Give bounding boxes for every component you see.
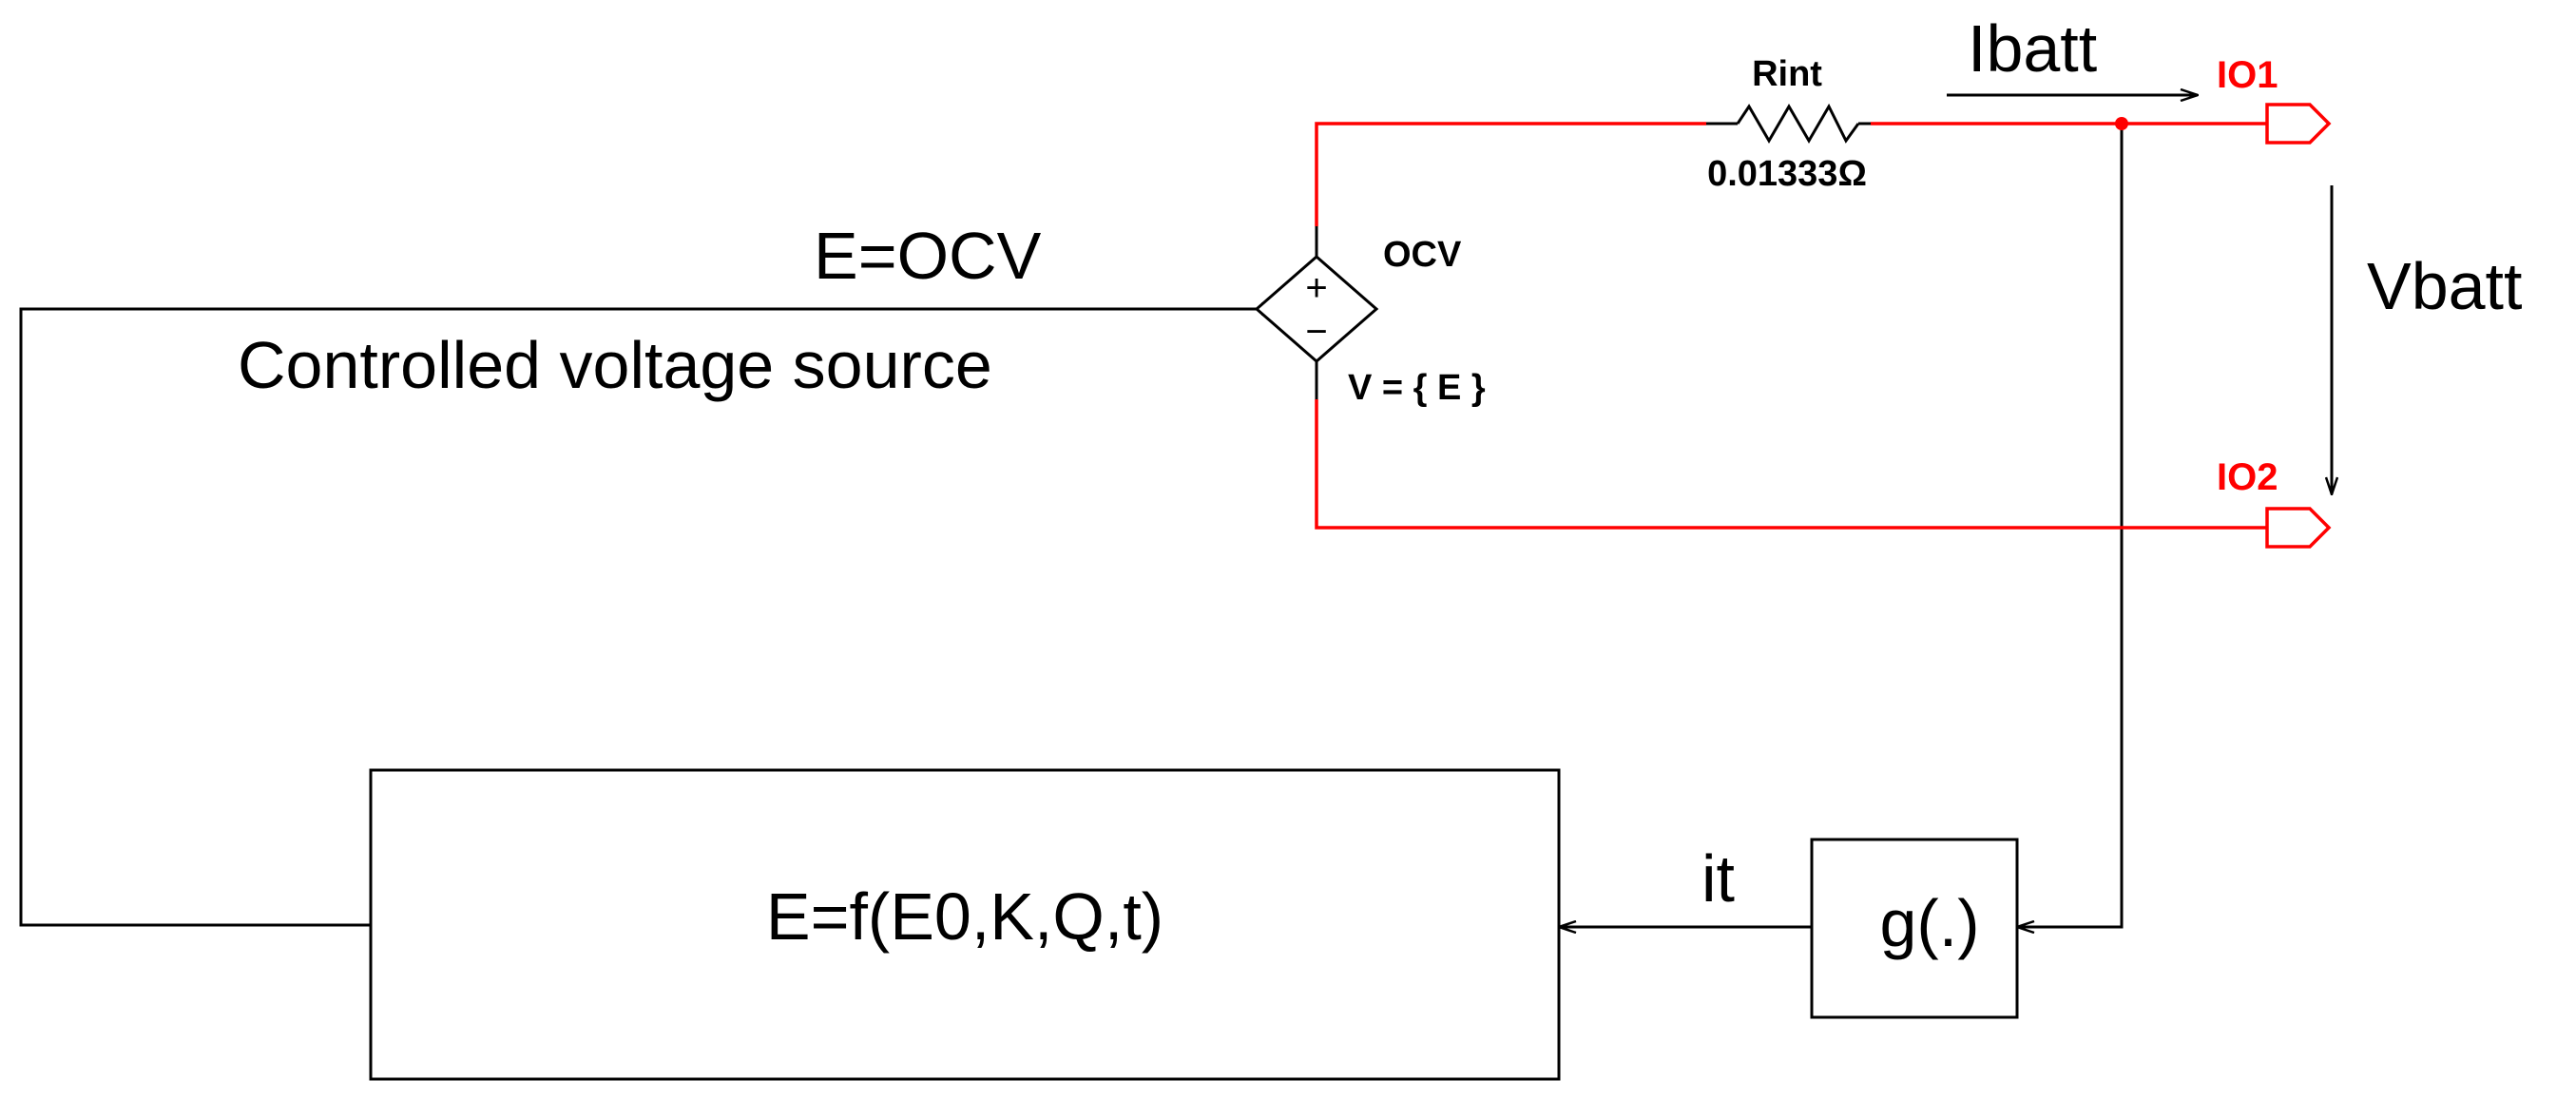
bottom-wire [1315, 399, 2267, 530]
source-expression-label: V = { E } [1348, 368, 1486, 408]
e-feedback-wire [19, 309, 1278, 927]
dependent-voltage-source-icon: + − [1254, 226, 1379, 399]
power-wires [1315, 122, 2267, 530]
feedback-wires [19, 124, 2124, 927]
port-io1-icon[interactable] [2265, 103, 2332, 145]
source-name-label: OCV [1383, 235, 1462, 275]
resistor-name-label: Rint [1752, 54, 1822, 94]
integrator-output-label: it [1701, 841, 1735, 916]
source-plus: + [1305, 267, 1327, 309]
port1-label[interactable]: IO1 [2217, 54, 2278, 96]
current-sense-wire [2017, 124, 2124, 927]
junction-dot [2115, 117, 2128, 130]
g-block-label: g(.) [1880, 886, 1980, 960]
controlled-source-label: Controlled voltage source [238, 328, 992, 402]
function-block[interactable] [369, 768, 1561, 1081]
port2-label[interactable]: IO2 [2217, 456, 2278, 498]
source-minus: − [1305, 311, 1327, 353]
resistor-value-label: 0.01333Ω [1707, 154, 1867, 194]
e-ocv-label: E=OCV [814, 219, 1042, 293]
port-io2-icon[interactable] [2265, 507, 2332, 549]
voltage-label: Vbatt [2367, 249, 2522, 323]
top-wire-left [1315, 122, 1706, 226]
current-label: Ibatt [1968, 11, 2097, 86]
resistor-icon [1706, 103, 1871, 144]
function-block-label: E=f(E0,K,Q,t) [766, 879, 1163, 954]
g-block[interactable] [1810, 838, 2019, 1019]
